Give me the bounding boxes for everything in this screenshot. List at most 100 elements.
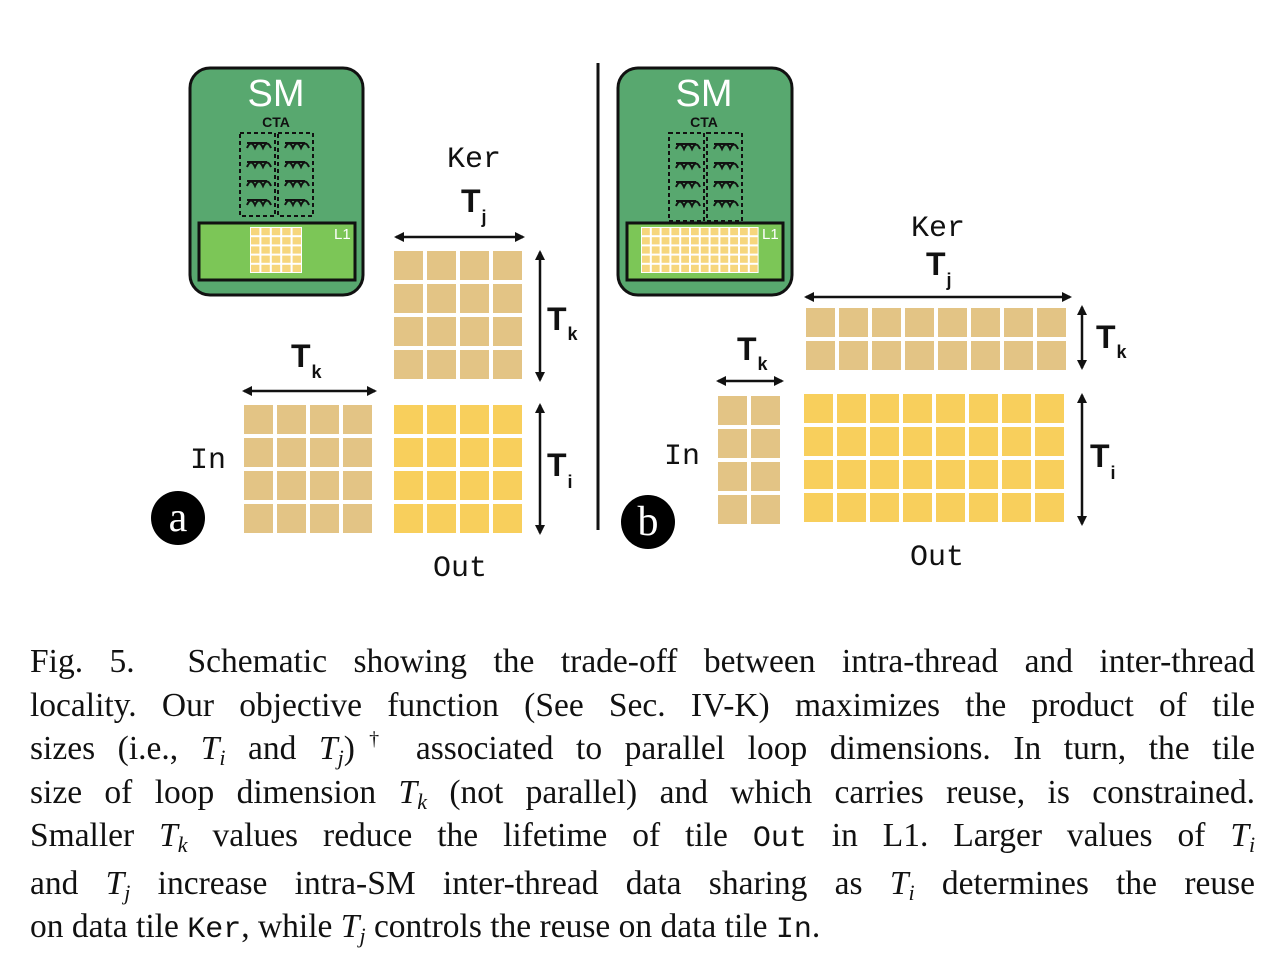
in-tile-cell: [751, 495, 780, 524]
in-tile-cell: [277, 438, 306, 467]
l1-cached-cell: [749, 237, 758, 245]
in-tile-cell: [277, 471, 306, 500]
l1-cached-cell: [261, 228, 270, 236]
panel-b: SM CTA L1 Ker Tj Tk Tk In Ti Out b: [616, 66, 1128, 575]
l1-cached-cell: [671, 246, 680, 254]
l1-cached-cell: [251, 228, 260, 236]
in-tile-cell: [277, 405, 306, 434]
out-tile-cell: [1002, 460, 1031, 489]
ker-tile-cell: [493, 251, 522, 280]
ker-tile-cell: [493, 284, 522, 313]
l1-cached-cell: [661, 237, 670, 245]
math-tk: Tk: [159, 817, 188, 857]
ker-tile-cell: [493, 317, 522, 346]
out-tile-cell: [969, 460, 998, 489]
l1-cached-cell: [642, 237, 650, 245]
panel-badge-b: [621, 495, 675, 549]
figure-number: Fig. 5.: [30, 643, 135, 680]
caption-text: , while: [241, 908, 333, 945]
l1-cached-cell: [671, 255, 680, 263]
in-tile-cell: [751, 462, 780, 491]
ker-tile-cell: [493, 350, 522, 379]
l1-cached-tile-background: [641, 227, 759, 273]
l1-cached-cell: [691, 246, 699, 254]
warp-thread-icon: [284, 161, 310, 170]
out-tile-cell: [903, 493, 932, 522]
caption-text: (not parallel) and which carries reuse, …: [449, 773, 1256, 811]
out-tile-cell: [870, 493, 899, 522]
tj-label-b: Tj: [926, 246, 952, 290]
caption-text: controls the reuse on data tile: [373, 908, 768, 945]
warp-thread-icon: [675, 162, 701, 171]
ker-tile-cell: [839, 308, 868, 337]
caption-text: increase intra-SM inter-thread data shar…: [157, 864, 863, 902]
caption-text: Schematic showing the trade-off between …: [187, 643, 1255, 680]
l1-cached-cell: [720, 264, 729, 272]
out-tile-cell: [870, 427, 899, 456]
in-tile-cell: [343, 504, 372, 533]
ker-tile-cell: [872, 308, 901, 337]
out-tile-cell: [804, 460, 833, 489]
warp-thread-icon: [675, 143, 701, 152]
in-tile-cell: [343, 438, 372, 467]
l1-cached-cell: [730, 237, 738, 245]
l1-cached-cell: [681, 255, 689, 263]
caption-line-6: and Tj increase intra-SM inter-thread da…: [30, 862, 1255, 906]
ker-tile-cell: [1037, 308, 1066, 337]
l1-cached-cell: [740, 246, 748, 254]
out-tile-cell: [837, 493, 866, 522]
l1-cached-cell: [740, 228, 748, 236]
l1-cached-cell: [292, 228, 301, 236]
math-tj: Tj: [340, 908, 366, 948]
l1-cached-cell: [710, 264, 719, 272]
l1-cached-cell: [720, 255, 729, 263]
out-tile-cell: [394, 438, 423, 467]
l1-cached-cell: [261, 237, 270, 245]
l1-cached-cell: [681, 246, 689, 254]
l1-cached-cell: [642, 246, 650, 254]
out-label-a: Out: [433, 552, 487, 586]
out-tile-cell: [1035, 493, 1064, 522]
panel-a: SM CTA L1 Ker Tj Tk Tk In Ti Out a: [151, 66, 579, 586]
out-tile-cell: [493, 438, 522, 467]
ti-label-a: Ti: [547, 447, 573, 492]
l1-cached-cell: [651, 237, 660, 245]
ker-label-b: Ker: [911, 212, 965, 246]
caption-text: locality. Our objective function (See Se…: [30, 686, 1255, 724]
caption-line-5: Smaller Tk values reduce the lifetime of…: [30, 814, 1255, 862]
out-tile-cell: [903, 427, 932, 456]
warp-icons-a: [246, 142, 310, 208]
in-tile-cell: [244, 471, 273, 500]
out-tile-cell: [1002, 427, 1031, 456]
out-tile-a: [394, 405, 522, 533]
out-tile-cell: [936, 460, 965, 489]
sm-title-a: SM: [248, 73, 305, 115]
cta-label-a: CTA: [262, 114, 290, 130]
in-tile-cell: [718, 429, 747, 458]
l1-cached-cell: [700, 228, 709, 236]
ker-tile-cell: [394, 317, 423, 346]
ker-tile-a: [394, 251, 522, 379]
l1-cached-cell: [282, 255, 291, 263]
cta-thread-group-b-1: [668, 132, 705, 222]
cta-thread-group-a-2: [277, 132, 314, 217]
warp-thread-icon: [246, 161, 272, 170]
l1-cached-cell: [282, 228, 291, 236]
caption-text: and: [30, 864, 79, 902]
out-tile-cell: [936, 394, 965, 423]
in-tile-cell: [310, 405, 339, 434]
l1-cached-cell: [651, 255, 660, 263]
tk-side-label-a: Tk: [547, 301, 579, 344]
ker-tile-cell: [839, 341, 868, 370]
tj-label-a: Tj: [461, 183, 487, 227]
l1-cached-cell: [740, 255, 748, 263]
warp-icons-b: [675, 143, 739, 209]
out-tile-cell: [969, 427, 998, 456]
in-tile-cell: [244, 438, 273, 467]
l1-cached-cell: [691, 228, 699, 236]
panel-badge-b-label: b: [638, 499, 659, 545]
l1-cached-cell: [700, 246, 709, 254]
in-tile-cell: [718, 396, 747, 425]
ker-tile-cell: [806, 308, 835, 337]
caption-text: determines the reuse: [941, 864, 1255, 902]
